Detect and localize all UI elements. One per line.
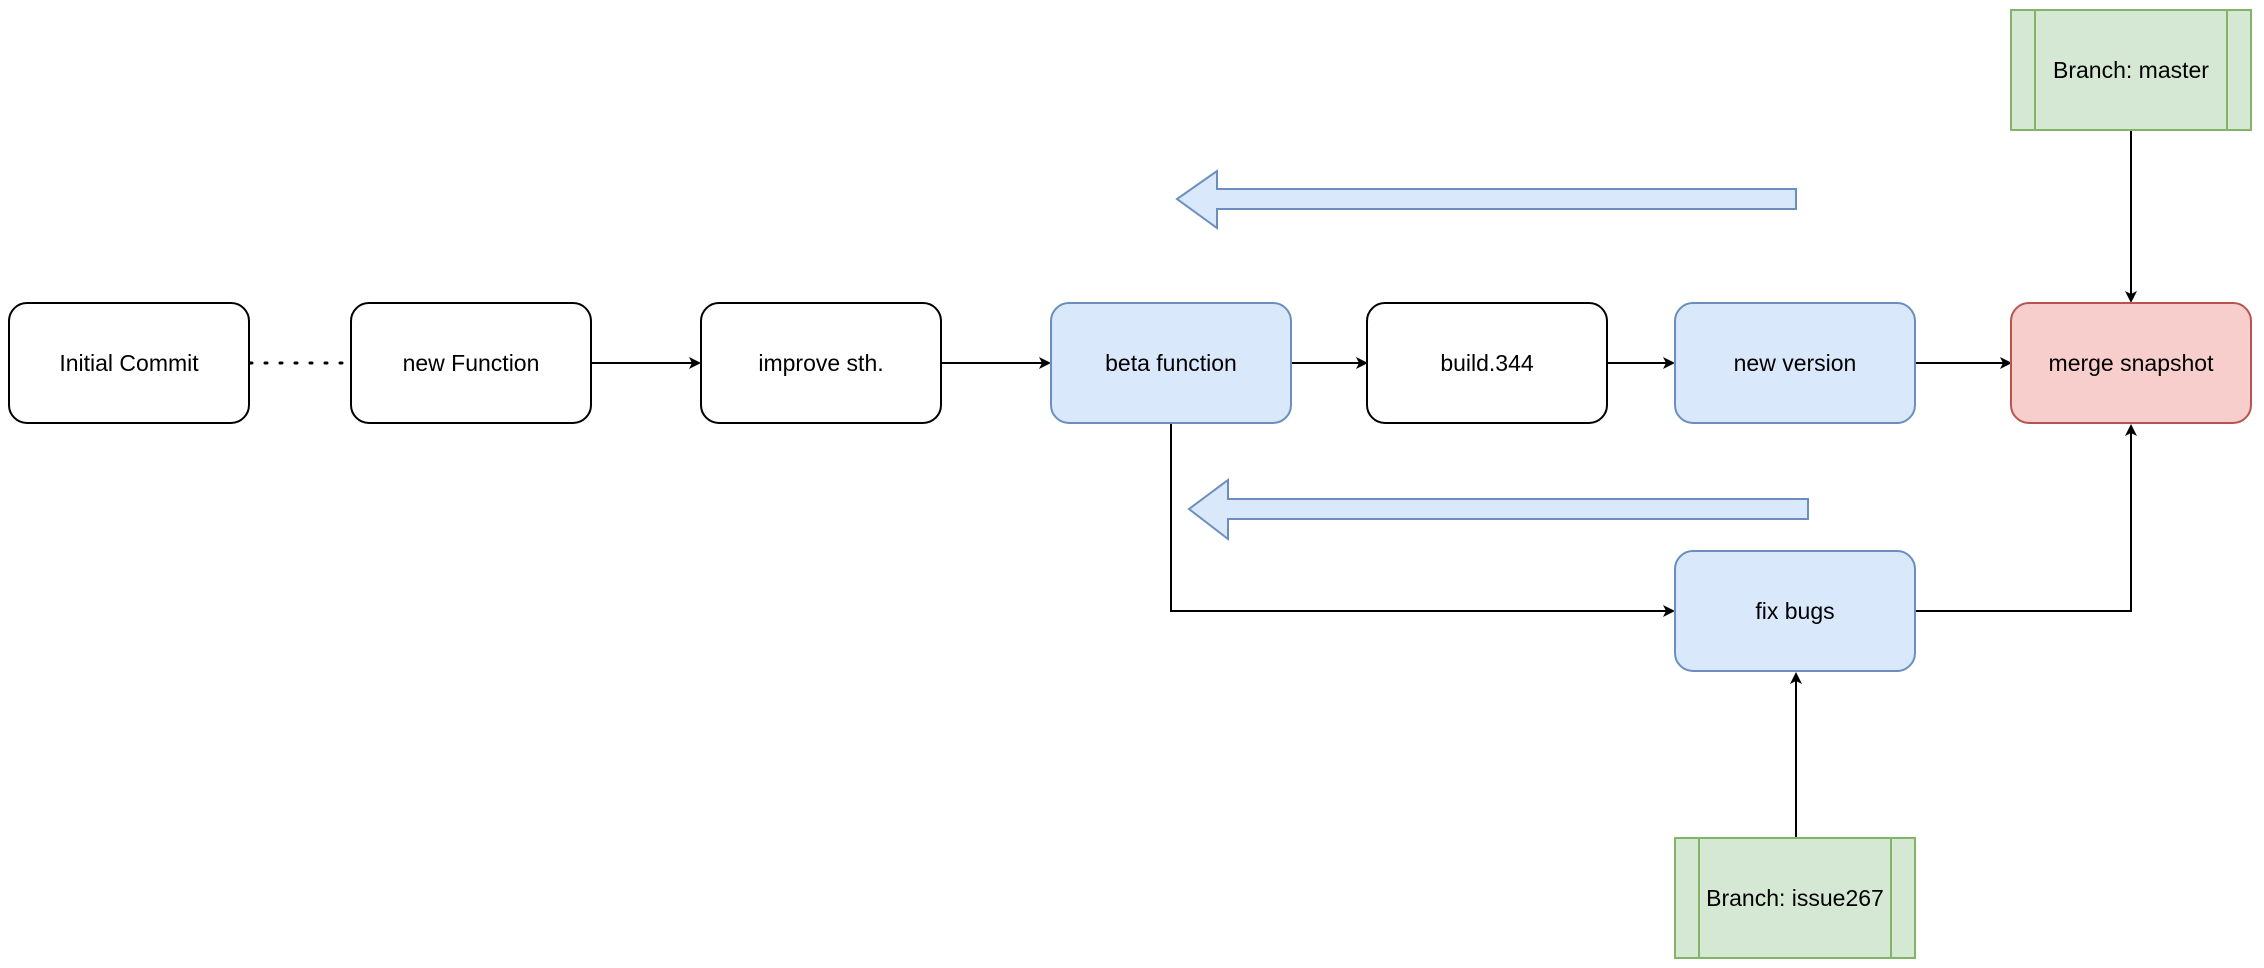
node-build: build.344 <box>1366 302 1608 424</box>
node-initial-commit: Initial Commit <box>8 302 250 424</box>
node-label: merge snapshot <box>2049 350 2215 376</box>
node-new-function: new Function <box>350 302 592 424</box>
left-direction-arrow-upper <box>1175 169 1797 230</box>
branch-issue-label: Branch: issue267 <box>1674 837 1916 959</box>
node-label: beta function <box>1105 350 1237 376</box>
node-label: improve sth. <box>758 350 883 376</box>
branch-label: Branch: master <box>2053 57 2209 83</box>
node-beta-function: beta function <box>1050 302 1292 424</box>
node-fix-bugs: fix bugs <box>1674 550 1916 672</box>
node-new-version: new version <box>1674 302 1916 424</box>
branch-master-label: Branch: master <box>2010 9 2252 131</box>
branch-label: Branch: issue267 <box>1706 885 1884 911</box>
left-direction-arrow-lower <box>1187 478 1809 542</box>
arrow-beta-to-fix-bugs <box>1170 424 1675 617</box>
node-label: Initial Commit <box>59 350 199 376</box>
node-label: build.344 <box>1440 350 1534 376</box>
arrow-fix-bugs-to-merge <box>1916 424 2137 612</box>
node-merge-snapshot: merge snapshot <box>2010 302 2252 424</box>
node-improve: improve sth. <box>700 302 942 424</box>
node-label: fix bugs <box>1755 598 1834 624</box>
node-label: new version <box>1734 350 1857 376</box>
node-label: new Function <box>403 350 540 376</box>
